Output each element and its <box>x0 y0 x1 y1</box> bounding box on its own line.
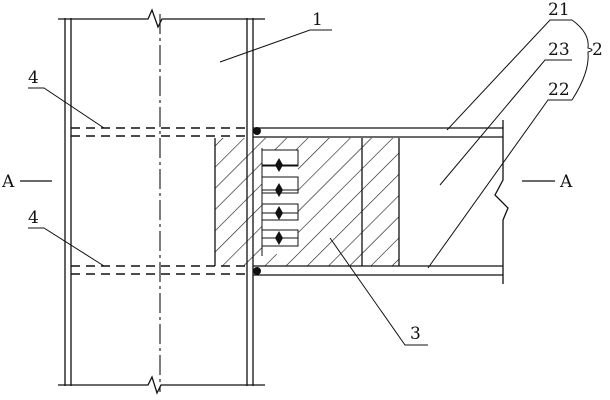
label-stiffener-upper: 4 <box>28 68 39 88</box>
weld-dot-top <box>253 127 261 135</box>
leader-stiffener-lower <box>28 227 105 267</box>
stiffener-upper <box>71 127 247 137</box>
bolt <box>262 229 299 247</box>
bolt <box>262 203 299 221</box>
stiffener-lower <box>71 265 247 275</box>
bolt-group <box>262 149 299 247</box>
column-top-break-line <box>58 8 265 29</box>
weld-dot-bottom <box>253 267 261 275</box>
leader-beam-web <box>439 59 572 186</box>
leader-beam-bottom-flange <box>427 99 572 269</box>
section-label-left: A <box>1 172 15 192</box>
leader-stiffener-upper <box>28 87 105 129</box>
leader-beam-top-flange <box>446 19 572 131</box>
label-beam-top-flange: 21 <box>548 0 570 20</box>
bolt <box>262 176 299 197</box>
beam <box>253 120 509 284</box>
label-beam-bottom-flange: 22 <box>548 80 570 100</box>
brace-beam <box>571 19 593 101</box>
connector-block <box>214 138 400 266</box>
label-beam-web: 23 <box>548 40 570 60</box>
bolt <box>262 149 299 172</box>
label-beam: 2 <box>592 40 603 60</box>
leader-connector <box>329 237 428 346</box>
section-label-right: A <box>559 172 573 192</box>
label-column: 1 <box>312 10 323 30</box>
label-connector: 3 <box>410 324 421 344</box>
beam-break-line <box>494 120 509 284</box>
column-bottom-break-line <box>58 375 265 395</box>
label-stiffener-lower: 4 <box>28 208 39 228</box>
leader-column <box>219 29 332 63</box>
